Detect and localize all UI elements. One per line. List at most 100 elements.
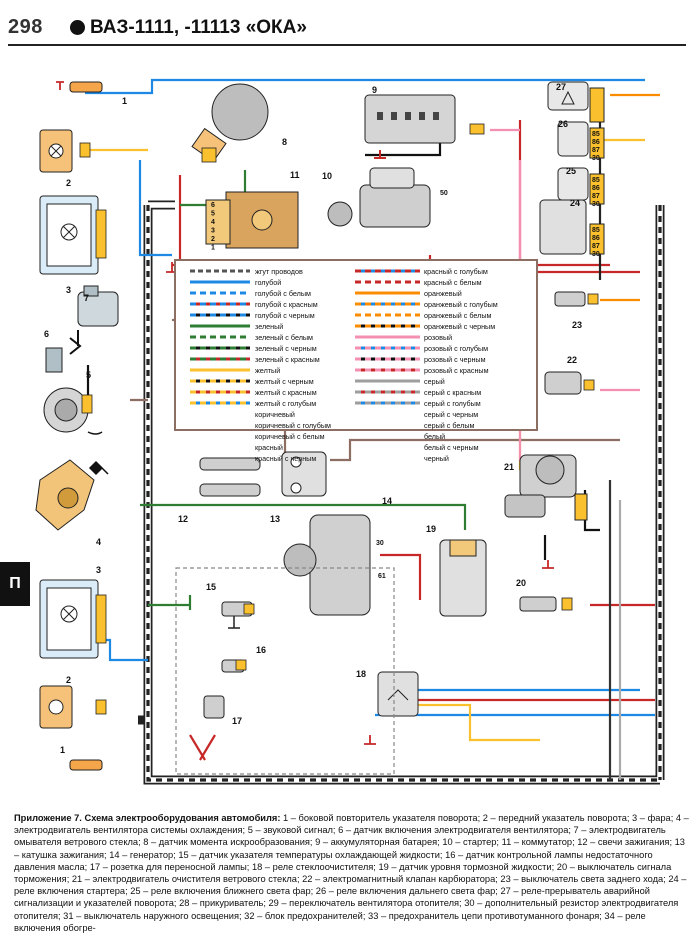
bullet-icon (70, 20, 85, 35)
legend-right-entry: серый с белым (424, 421, 475, 430)
legend-left-entry: зеленый с белым (255, 333, 313, 342)
section-tab: П (0, 562, 30, 606)
relay-pin-label: 87 (592, 147, 600, 154)
relay-pin-label: 30 (592, 155, 600, 162)
relay-pin-label: 85 (592, 227, 600, 234)
legend-left-entry: коричневый с белым (255, 432, 325, 441)
component-number: 4 (96, 537, 101, 547)
relay-pin-label: 86 (592, 185, 600, 192)
legend-right-entry: серый с черным (424, 410, 478, 419)
legend-right-entry: черный (424, 454, 449, 463)
component-number: 2 (66, 675, 71, 685)
relay-pin-label: 87 (592, 193, 600, 200)
legend-left-entry: голубой с белым (255, 289, 311, 298)
legend-left-entry: красный (255, 443, 283, 452)
component-number: 6 (44, 329, 49, 339)
legend-left-entry: жгут проводов (255, 267, 303, 276)
legend-right-entry: розовый с голубым (424, 344, 488, 353)
legend-right-entry: красный с голубым (424, 267, 488, 276)
component-number: 3 (96, 565, 101, 575)
component-number: 12 (178, 514, 188, 524)
component-number: 1 (60, 745, 65, 755)
component-number: 13 (270, 514, 280, 524)
caption-text: 1 – боковой повторитель указателя поворо… (14, 813, 689, 933)
figure-caption: Приложение 7. Схема электрооборудования … (14, 812, 690, 934)
relay-pin-label: 87 (592, 243, 600, 250)
component-number: 24 (570, 198, 580, 208)
page-title: ВАЗ-1111, -11113 «ОКА» (90, 17, 307, 38)
legend-right-entry: розовый с черным (424, 355, 486, 364)
component-number: 14 (382, 496, 392, 506)
legend-right-entry: оранжевый с голубым (424, 300, 498, 309)
legend-left-entry: зеленый (255, 322, 283, 331)
legend-right-entry: оранжевый с черным (424, 322, 495, 331)
legend-right-entry: серый (424, 377, 445, 386)
component-number: 11 (290, 170, 300, 180)
component-number: 10 (322, 171, 332, 181)
terminal-label: 30 (376, 540, 384, 547)
component-number: 17 (232, 716, 242, 726)
block-pin-label: 1 (211, 245, 215, 252)
legend-right-entry: белый (424, 432, 445, 441)
legend-left-entry: красный с черным (255, 454, 316, 463)
component-number: 2 (66, 178, 71, 188)
color-legend: жгут проводов голубой голубой с белым голуб… (255, 267, 498, 463)
component-symbols (35, 81, 605, 775)
component-number: 22 (567, 355, 577, 365)
legend-left-entry: коричневый с голубым (255, 421, 331, 430)
legend-right-entry: белый с черным (424, 443, 479, 452)
page-number: 298 (8, 16, 43, 38)
component-number: 5 (86, 370, 91, 380)
block-pin-label: 3 (211, 228, 215, 235)
legend-left-entry: желтый с голубым (255, 399, 316, 408)
component-number: 16 (256, 645, 266, 655)
wiring-diagram: 1234567891011121314151617181920212223242… (35, 78, 665, 785)
component-number: 27 (556, 82, 566, 92)
legend-right-entry: красный с белым (424, 278, 482, 287)
relay-pin-label: 86 (592, 235, 600, 242)
component-number: 15 (206, 582, 216, 592)
terminal-label: 61 (378, 573, 386, 580)
legend-right-entry: оранжевый с белым (424, 311, 492, 320)
component-number: 1 (122, 96, 127, 106)
legend-left-entry: голубой с красным (255, 300, 318, 309)
legend-right-entry: розовый (424, 333, 452, 342)
legend-left-entry: коричневый (255, 410, 295, 419)
legend-left-entry: желтый с красным (255, 388, 317, 397)
block-pin-label: 4 (211, 219, 215, 226)
component-number: 26 (558, 119, 568, 129)
legend-right-entry: серый с красным (424, 388, 481, 397)
terminal-label: 50 (440, 190, 448, 197)
component-number: 23 (572, 320, 582, 330)
legend-left-entry: желтый с черным (255, 377, 314, 386)
component-number: 9 (372, 85, 377, 95)
harness-bundles (138, 200, 665, 785)
relay-pin-label: 30 (592, 251, 600, 258)
header-rule (8, 44, 686, 46)
legend-left-entry: желтый (255, 366, 280, 375)
caption-lead: Приложение 7. Схема электрооборудования … (14, 813, 281, 823)
component-number: 3 (66, 285, 71, 295)
block-pin-label: 5 (211, 211, 215, 218)
component-number: 7 (84, 293, 89, 303)
legend-left-entry: зеленый с красным (255, 355, 320, 364)
component-number: 21 (504, 462, 514, 472)
component-number: 18 (356, 669, 366, 679)
component-number: 20 (516, 578, 526, 588)
legend-right-entry: оранжевый (424, 289, 462, 298)
component-number: 25 (566, 166, 576, 176)
legend-left-entry: голубой (255, 278, 281, 287)
relay-pin-label: 85 (592, 131, 600, 138)
block-pin-label: 6 (211, 202, 215, 209)
page-header: 298 ВАЗ-1111, -11113 «ОКА» (0, 14, 700, 46)
component-number: 19 (426, 524, 436, 534)
block-pin-label: 2 (211, 236, 215, 243)
relay-pin-label: 30 (592, 201, 600, 208)
legend-left-entry: зеленый с черным (255, 344, 317, 353)
relay-pin-label: 85 (592, 177, 600, 184)
legend-right-entry: розовый с красным (424, 366, 489, 375)
legend-right-entry: серый с голубым (424, 399, 481, 408)
